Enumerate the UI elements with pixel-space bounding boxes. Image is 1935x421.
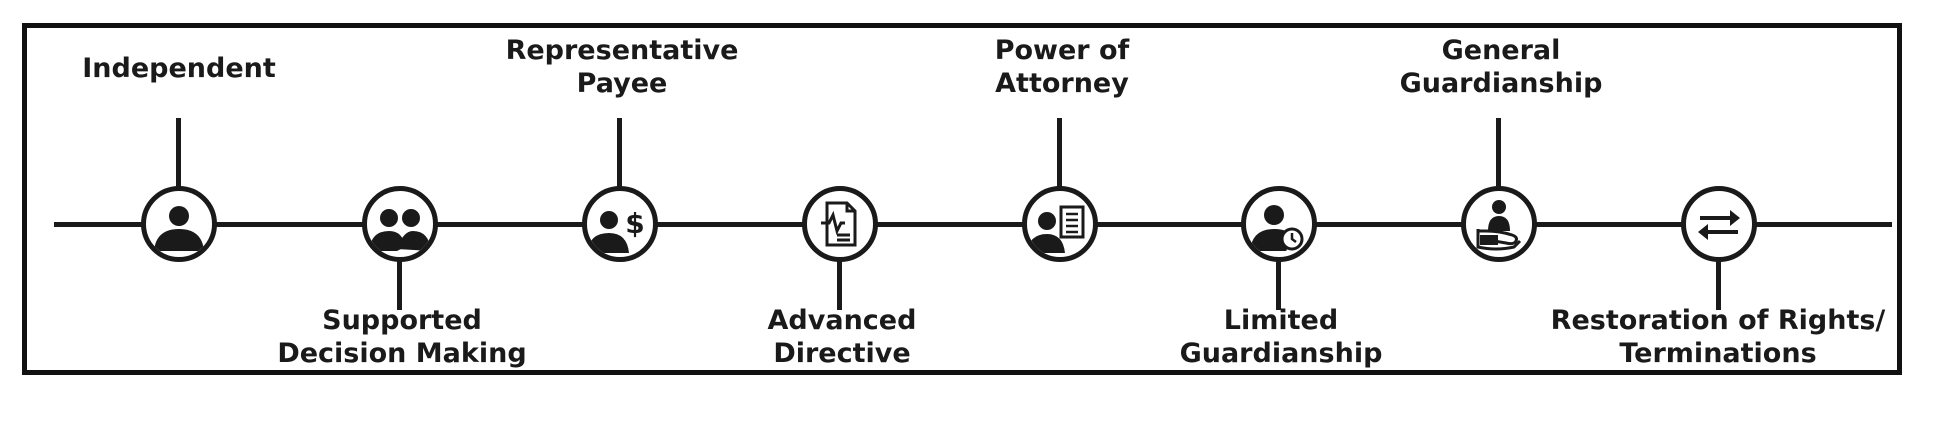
two-people-icon [369, 209, 431, 251]
timeline-frame: Independent Supported Decision Making $ … [22, 23, 1902, 375]
step-node-representative-payee: $ [582, 186, 658, 262]
connector-power-of-attorney [1057, 118, 1062, 188]
person-clock-icon [1250, 205, 1304, 251]
step-node-restoration-of-rights [1681, 186, 1757, 262]
step-node-general-guardianship [1461, 186, 1537, 262]
connector-supported [397, 260, 402, 310]
step-node-advanced-directive [802, 186, 878, 262]
person-icon [154, 206, 204, 251]
step-node-power-of-attorney [1022, 186, 1098, 262]
hand-holding-person-icon [1476, 200, 1522, 251]
person-document-icon [1027, 205, 1085, 253]
step-label-advanced-directive: Advanced Directive [767, 305, 917, 369]
medical-document-icon [821, 201, 857, 247]
step-label-representative-payee: Representative Payee [505, 35, 739, 99]
connector-independent [176, 118, 181, 188]
step-label-supported-decision-making: Supported Decision Making [277, 305, 527, 369]
person-dollar-icon: $ [587, 207, 645, 253]
connector-representative-payee [617, 118, 622, 188]
connector-advanced-directive [837, 260, 842, 310]
step-node-independent [141, 186, 217, 262]
step-label-limited-guardianship: Limited Guardianship [1179, 305, 1383, 369]
timeline-axis [54, 222, 1892, 227]
connector-limited-guardianship [1276, 260, 1281, 310]
step-label-restoration-of-rights: Restoration of Rights/ Terminations [1550, 305, 1886, 369]
step-label-power-of-attorney: Power of Attorney [994, 35, 1130, 99]
connector-restoration [1716, 260, 1721, 310]
step-node-limited-guardianship [1241, 186, 1317, 262]
step-label-general-guardianship: General Guardianship [1399, 35, 1603, 99]
svg-text:$: $ [625, 207, 644, 240]
step-label-independent: Independent [82, 53, 276, 84]
connector-general-guardianship [1496, 118, 1501, 188]
swap-arrows-icon [1698, 210, 1740, 240]
step-node-supported-decision-making [362, 186, 438, 262]
